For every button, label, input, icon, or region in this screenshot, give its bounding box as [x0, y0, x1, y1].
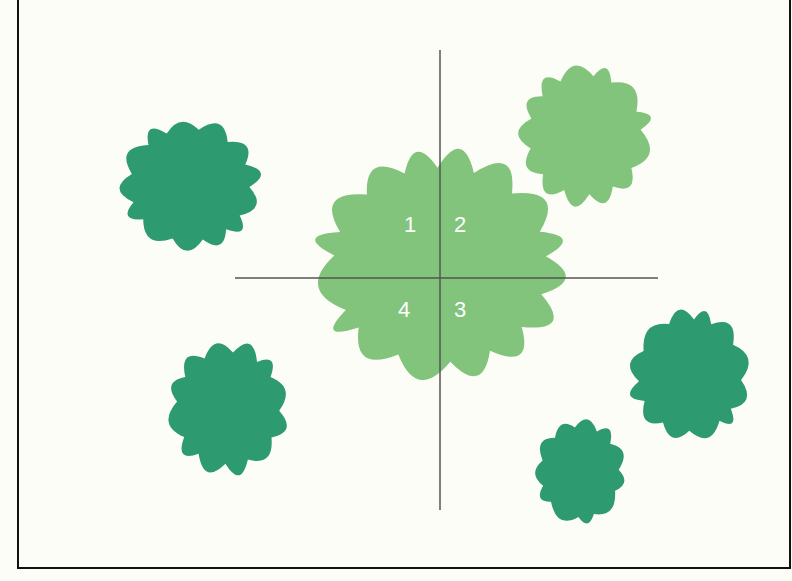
shrub: [168, 343, 286, 475]
quadrant-number: 1: [404, 214, 416, 236]
quadrant-number: 3: [454, 299, 466, 321]
shrub: [535, 419, 624, 523]
shrub-plan: 1 2 4 3: [300, 135, 580, 395]
shrub: [119, 122, 261, 251]
shrub-outline: [300, 135, 580, 395]
frame: [18, 0, 790, 568]
shrub: [630, 309, 749, 438]
axis-line: [439, 50, 441, 510]
quadrant-number: 2: [454, 214, 466, 236]
shrub: [518, 66, 651, 207]
quadrant-number: 4: [398, 299, 410, 321]
axis-line: [235, 277, 658, 279]
